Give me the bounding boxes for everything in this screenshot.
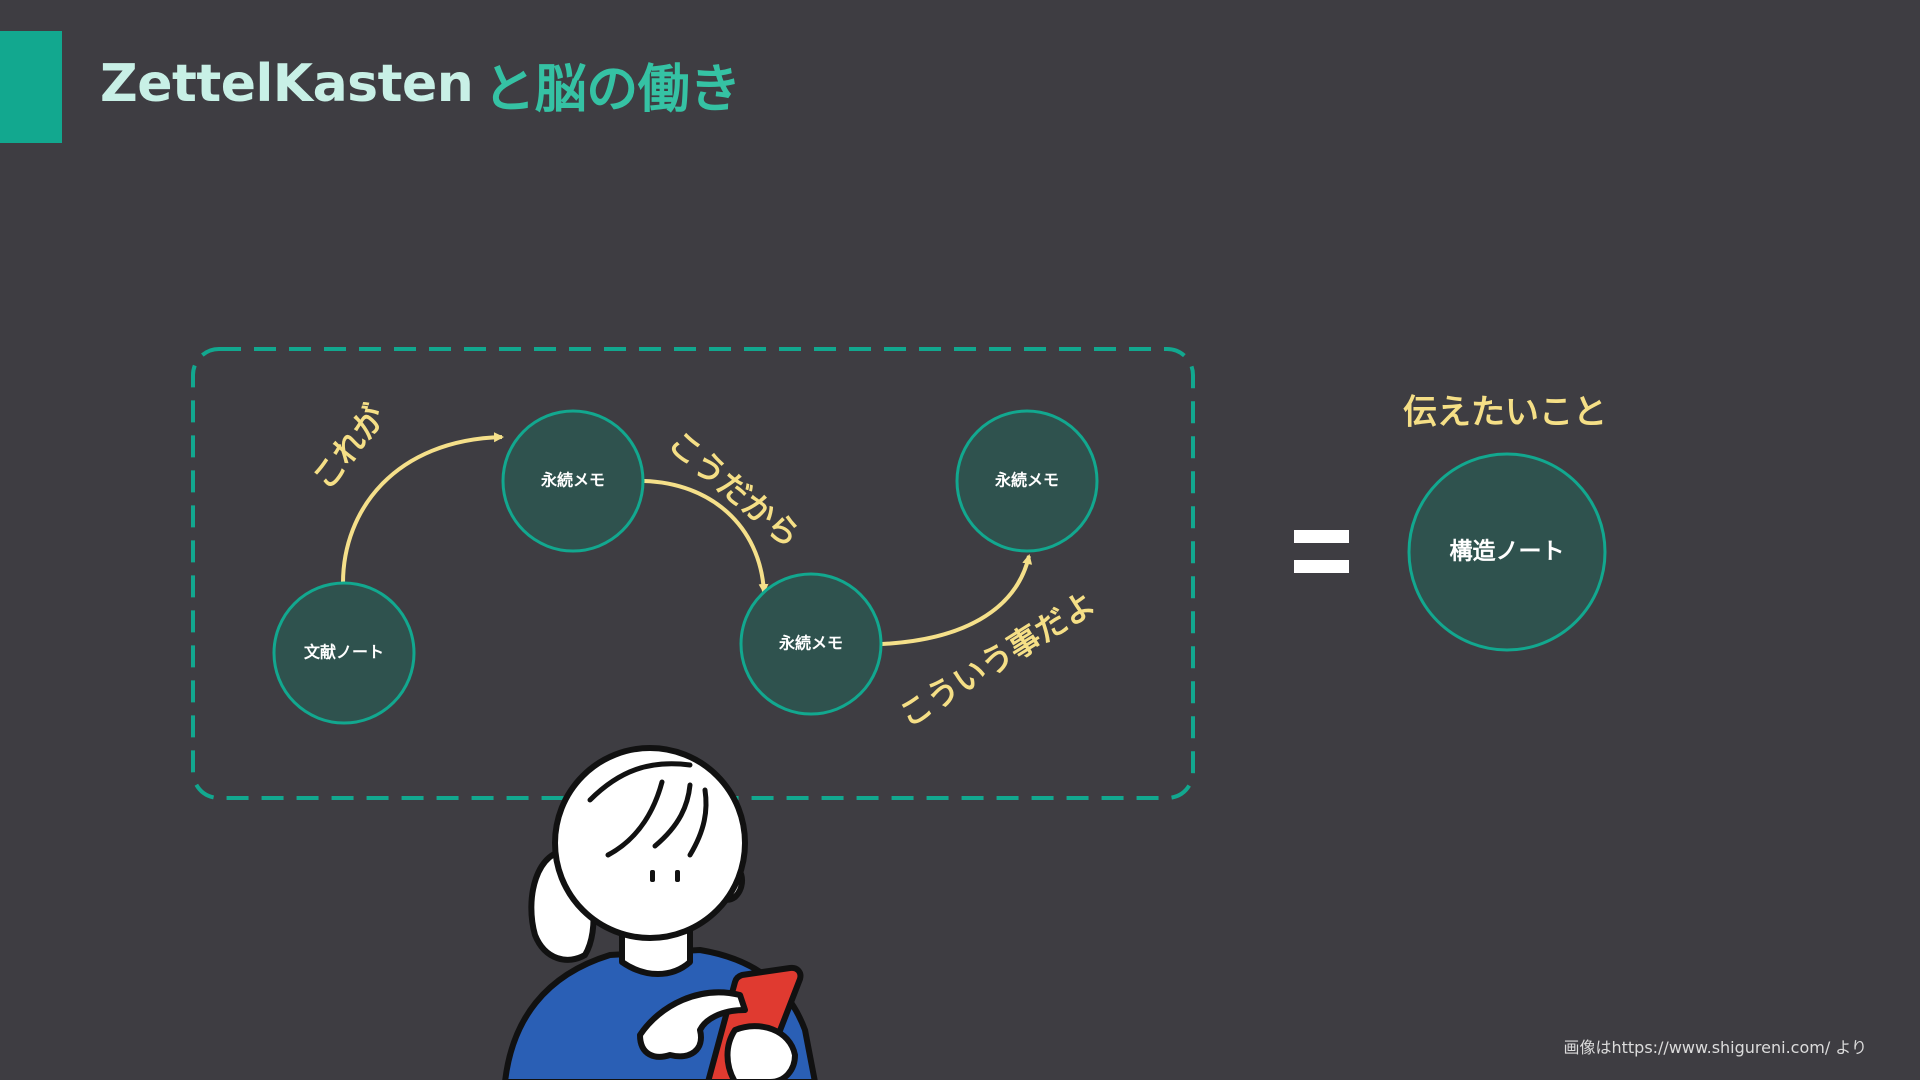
page-title: ZettelKasten と脳の働き [100,44,741,124]
node-kouzou-label: 構造ノート [1450,539,1565,565]
node-kouzou-note: 構造ノート [1407,452,1607,652]
page-title-jp: と脳の働き [483,59,741,120]
equals-sign [1294,530,1349,573]
image-credit: 画像はhttps://www.shigureni.com/ より [1563,1038,1867,1057]
node-bunken-label: 文献ノート [304,643,384,662]
arrow-eizoku1-to-eizoku2 [643,479,769,594]
result-caption: 伝えたいこと [1403,393,1607,433]
title-accent-bar [0,31,62,143]
arrow-bunken-to-eizoku1 [341,432,504,584]
woman-with-smartphone-illustration [502,745,818,1080]
node-eizoku3-label: 永続メモ [994,471,1059,490]
node-eizoku1-label: 永続メモ [540,471,605,490]
node-bunken-note: 文献ノート [272,581,416,725]
arrow-eizoku2-to-eizoku3 [881,554,1033,646]
node-eizoku-memo-3: 永続メモ [955,409,1099,553]
node-eizoku-memo-1: 永続メモ [501,409,645,553]
edge-label-korega: これが [304,398,393,497]
node-eizoku2-label: 永続メモ [778,634,843,653]
node-eizoku-memo-2: 永続メモ [739,572,883,716]
page-title-latin: ZettelKasten [100,54,474,114]
